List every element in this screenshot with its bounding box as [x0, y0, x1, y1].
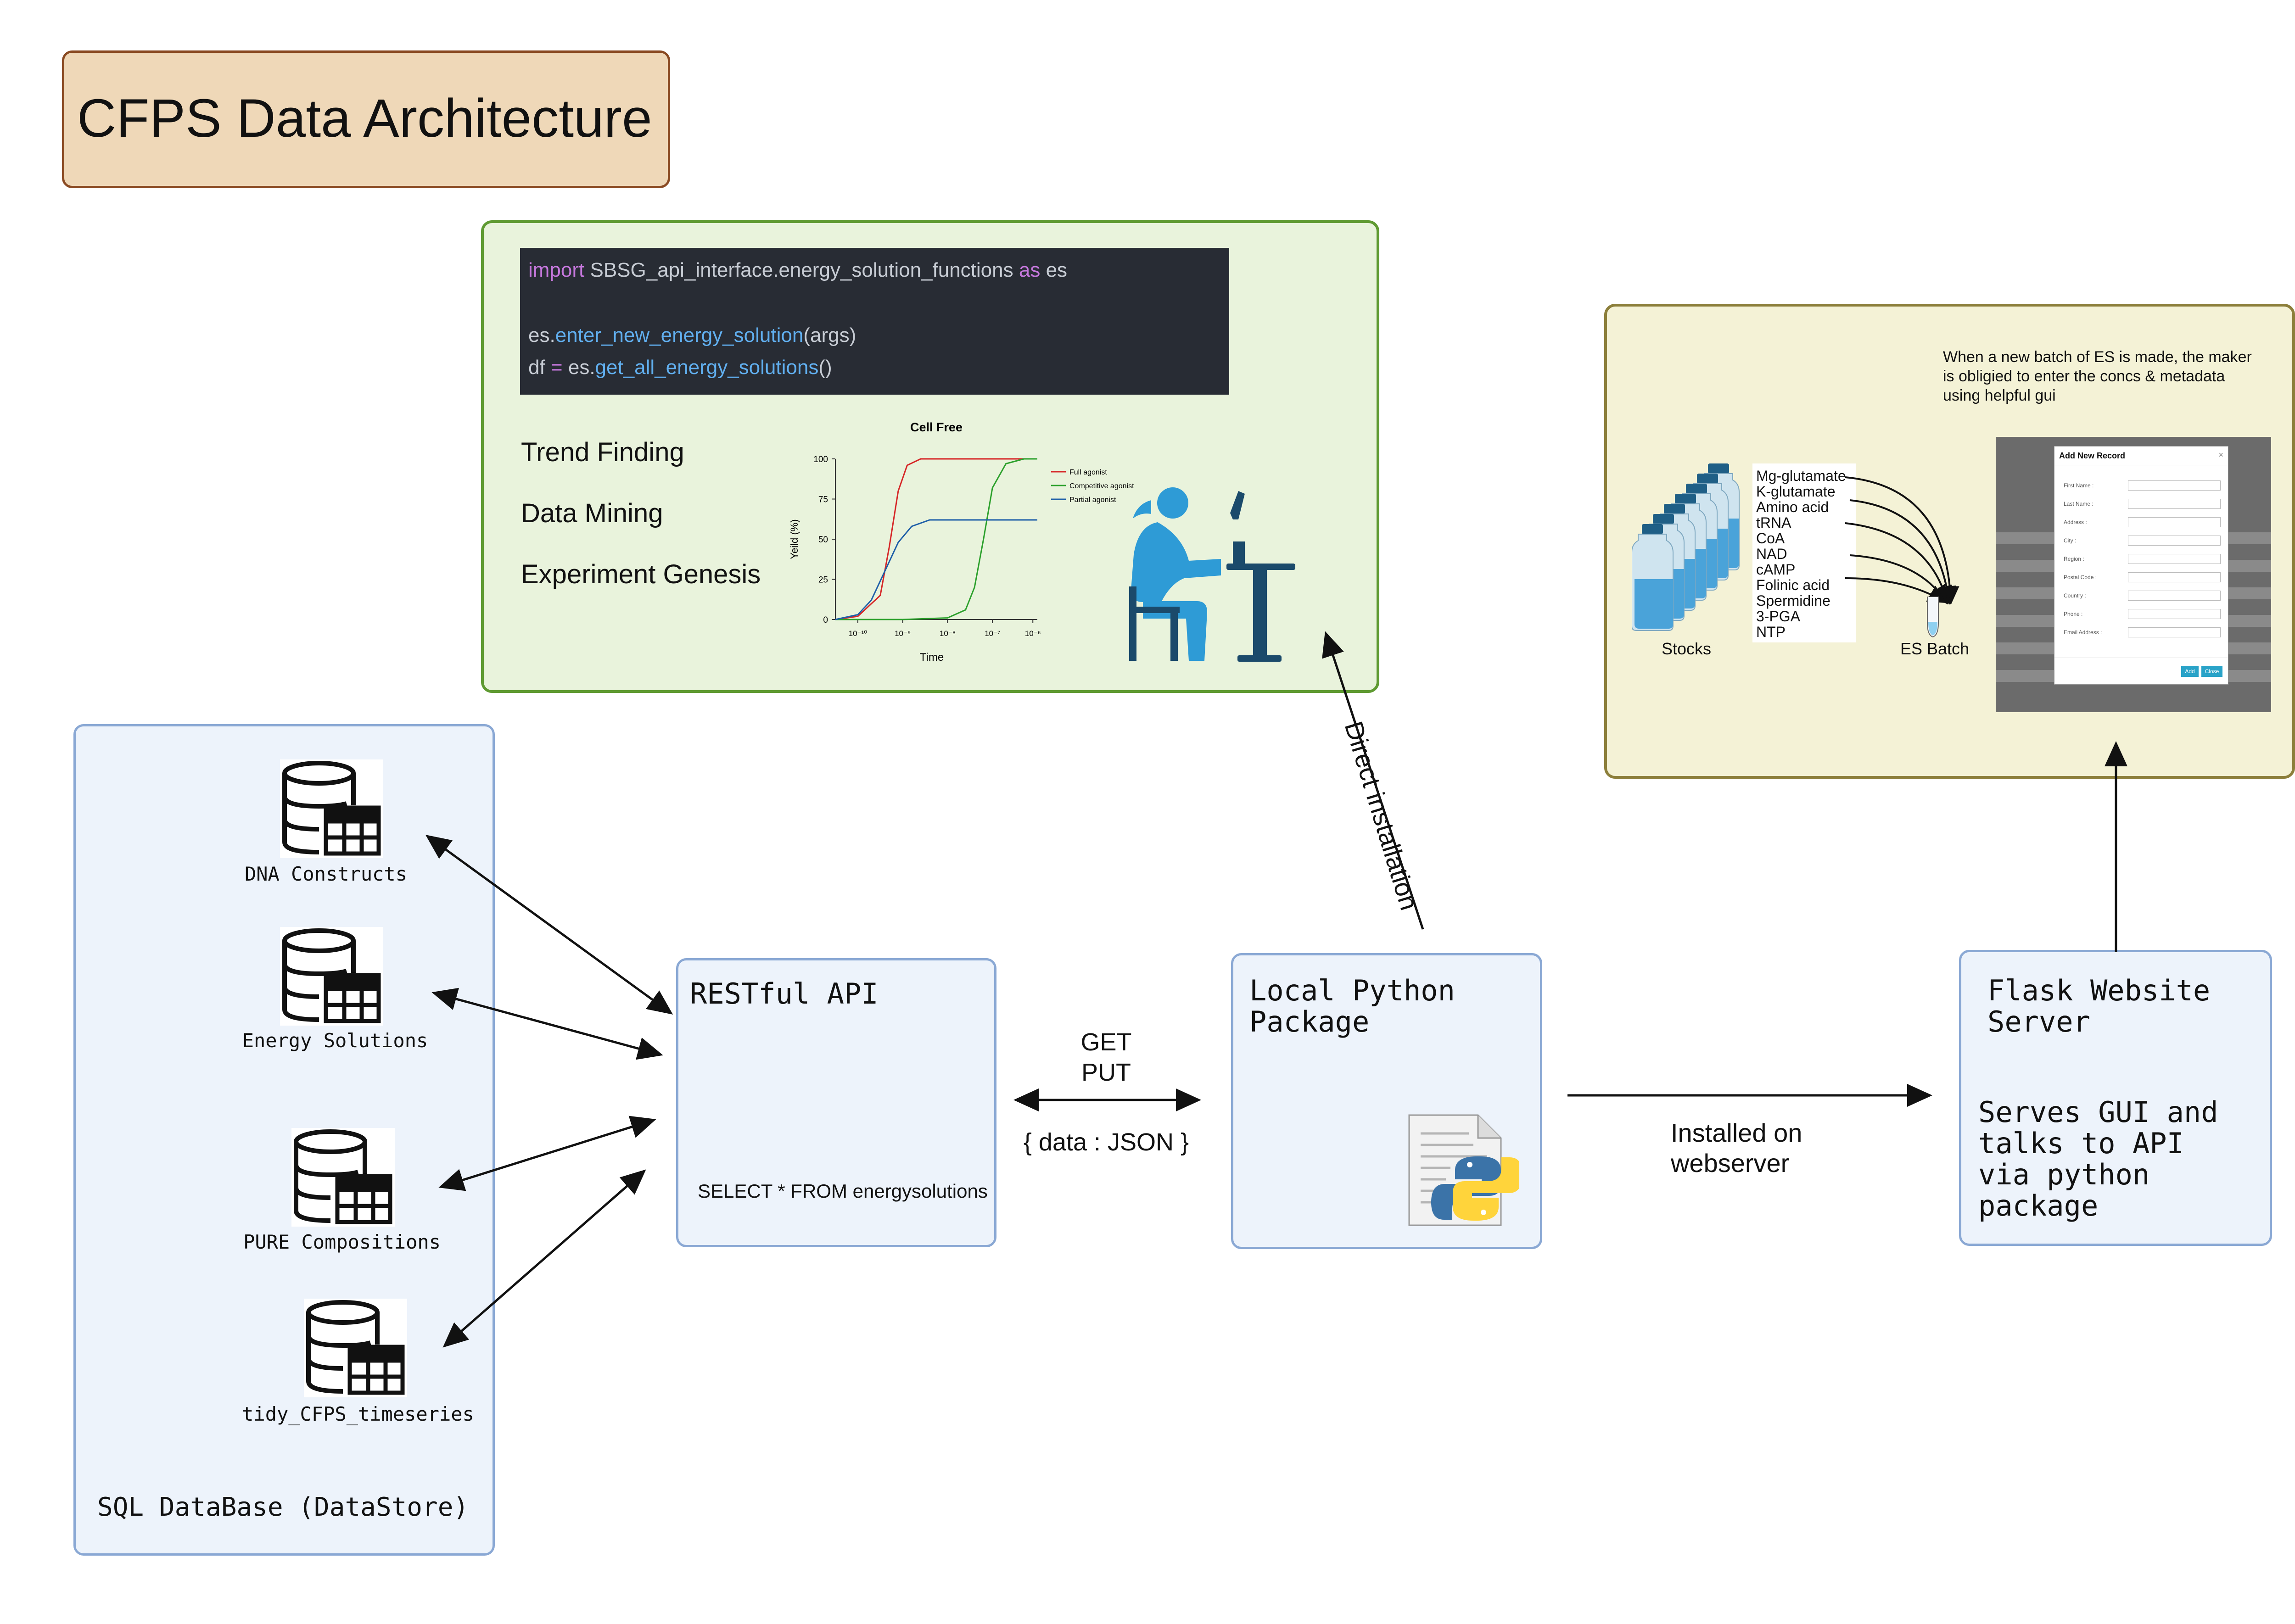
package-title: Local Python Package — [1249, 974, 1455, 1038]
first-name-field[interactable] — [2128, 480, 2221, 491]
arrow-package-analysis — [1322, 631, 1424, 930]
x-tick-label: 10⁻¹⁰ — [849, 629, 868, 638]
sql-database-panel — [73, 724, 495, 1556]
get-method-label: GET — [1080, 1028, 1132, 1056]
ingredient: cAMP — [1756, 561, 1796, 578]
db-table-label: DNA Constructs — [244, 863, 407, 885]
database-icon — [280, 927, 383, 1026]
x-tick-label: 10⁻⁹ — [895, 629, 911, 638]
add-button[interactable]: Add — [2181, 666, 2199, 677]
api-title: RESTful API — [690, 977, 879, 1010]
es-entry-note: When a new batch of ES is made, the make… — [1943, 348, 2252, 404]
x-tick-label: 10⁻⁷ — [985, 629, 1000, 638]
database-icon — [291, 1128, 395, 1227]
y-tick-label: 75 — [818, 495, 828, 505]
code-line-enter: es.enter_new_energy_solution(args) — [528, 324, 856, 346]
page-title: CFPS Data Architecture — [77, 88, 652, 149]
flask-description: Serves GUI and talks to API via python p… — [1978, 1095, 2218, 1222]
title-box — [62, 50, 670, 188]
last-name-field[interactable] — [2128, 499, 2221, 509]
stocks-label: Stocks — [1662, 639, 1712, 658]
analysis-item-mining: Data Mining — [521, 498, 663, 528]
ingredient-list: Mg-glutamate K-glutamate Amino acid tRNA… — [1752, 463, 1856, 642]
arrow-tidy-api — [442, 1169, 646, 1348]
db-table-label: tidy_CFPS_timeseries — [242, 1403, 474, 1425]
code-snippet: import SBSG_api_interface.energy_solutio… — [520, 248, 1229, 395]
python-file-icon — [1408, 1114, 1519, 1226]
put-method-label: PUT — [1081, 1059, 1131, 1086]
country-field[interactable] — [2128, 591, 2221, 601]
ingredient: Folinic acid — [1756, 577, 1830, 593]
analysis-item-trend: Trend Finding — [521, 437, 684, 467]
address-field[interactable] — [2128, 517, 2221, 527]
field-label: Address : — [2064, 519, 2087, 525]
code-line-get: df = es.get_all_energy_solutions() — [528, 356, 832, 379]
city-field[interactable] — [2128, 536, 2221, 546]
field-label: Country : — [2064, 592, 2086, 599]
chart-title: Cell Free — [910, 420, 963, 434]
es-batch-label: ES Batch — [1900, 639, 1970, 658]
person-at-computer-icon — [1129, 487, 1295, 662]
db-table-label: PURE Compositions — [243, 1231, 441, 1253]
flask-server-box — [1959, 950, 2272, 1246]
field-label: Last Name : — [2064, 501, 2093, 507]
flask-title: Flask Website Server — [1987, 974, 2211, 1038]
arrow-dna-api — [425, 835, 673, 1015]
phone-field[interactable] — [2128, 609, 2221, 619]
ingredient: NAD — [1756, 546, 1787, 562]
restful-api-box — [676, 958, 996, 1247]
y-tick-label: 100 — [813, 455, 828, 464]
code-line-import: import SBSG_api_interface.energy_solutio… — [528, 259, 1068, 281]
api-query: SELECT * FROM energysolutions — [698, 1180, 988, 1202]
field-label: Phone : — [2064, 611, 2083, 617]
stock-bottles-icon — [1632, 463, 1740, 631]
x-tick-label: 10⁻⁸ — [940, 629, 956, 638]
ingredient: NTP — [1756, 624, 1786, 640]
legend-label: Competitive agonist — [1069, 482, 1134, 490]
x-tick-label: 10⁻⁶ — [1025, 629, 1041, 638]
legend-label: Partial agonist — [1069, 496, 1116, 504]
y-tick-label: 25 — [818, 575, 828, 585]
field-label: City : — [2064, 537, 2077, 544]
field-label: Region : — [2064, 556, 2084, 562]
series-line — [835, 458, 1037, 620]
field-label: First Name : — [2064, 482, 2094, 489]
db-table-label: Energy Solutions — [242, 1029, 428, 1052]
database-icon — [280, 759, 383, 858]
region-field[interactable] — [2128, 554, 2221, 564]
y-tick-label: 50 — [818, 535, 828, 545]
ingredient: Spermidine — [1756, 592, 1830, 609]
field-label: Email Address : — [2064, 629, 2102, 636]
y-tick-label: 0 — [823, 615, 828, 625]
ingredient: K-glutamate — [1756, 483, 1836, 500]
installed-on-label: Installed on webserver — [1671, 1118, 1802, 1178]
email-field[interactable] — [2128, 627, 2221, 637]
add-record-dialog: Add New Record × First Name : Last Name … — [2054, 446, 2228, 685]
json-payload-label: { data : JSON } — [1023, 1128, 1189, 1156]
ingredient: Mg-glutamate — [1756, 468, 1846, 484]
series-line — [835, 458, 1037, 620]
legend-label: Full agonist — [1069, 469, 1107, 476]
cell-free-chart: Cell Free 0 25 50 75 100 10⁻¹⁰ 10⁻⁹ 10⁻⁸ 10⁻⁷ 10⁻… — [789, 420, 1134, 664]
y-axis-label: Yeild (%) — [789, 519, 800, 559]
postal-code-field[interactable] — [2128, 572, 2221, 582]
analysis-item-genesis: Experiment Genesis — [521, 559, 761, 589]
dialog-title: Add New Record — [2059, 451, 2126, 460]
mixing-arrows — [1845, 476, 1959, 605]
ingredient: Amino acid — [1756, 499, 1829, 515]
es-batch-tube-icon — [1927, 597, 1939, 638]
arrow-pure-api — [438, 1116, 656, 1191]
ingredient: 3-PGA — [1756, 608, 1801, 625]
arrow-energy-api — [431, 988, 663, 1060]
ingredient: tRNA — [1756, 514, 1791, 531]
close-button[interactable]: Close — [2201, 666, 2222, 677]
field-label: Postal Code : — [2064, 574, 2097, 580]
ingredient: CoA — [1756, 530, 1785, 547]
series-line — [835, 519, 1037, 620]
sql-database-label: SQL DataBase (DataStore) — [97, 1492, 469, 1522]
x-axis-label: Time — [920, 651, 944, 664]
dialog-close-icon[interactable]: × — [2218, 450, 2223, 459]
database-icon — [304, 1299, 407, 1397]
